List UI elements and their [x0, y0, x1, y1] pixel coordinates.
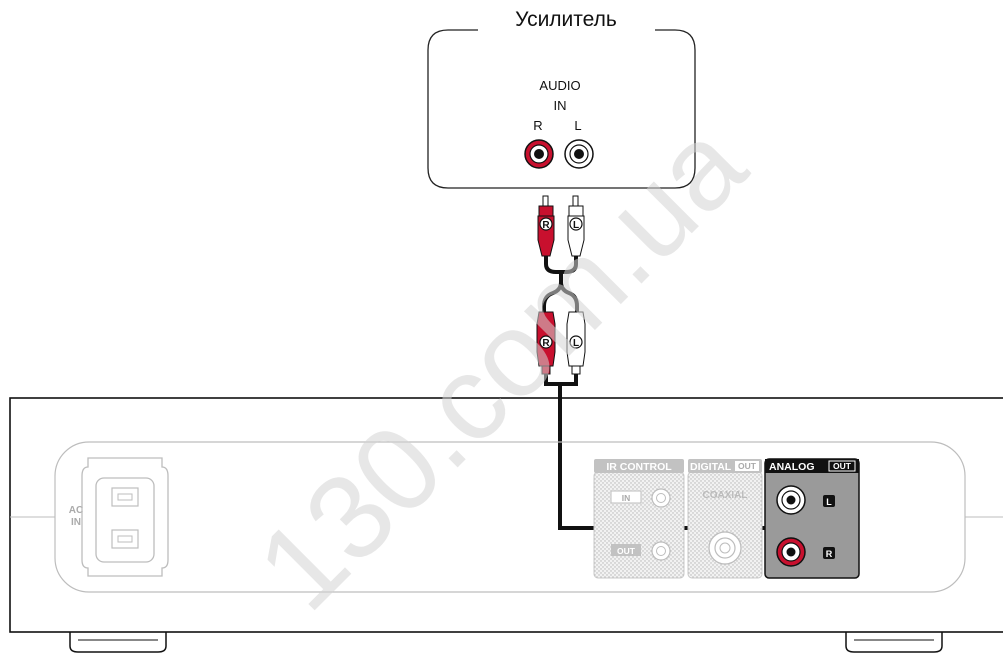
digital-out-title: DIGITAL	[690, 461, 732, 473]
coaxial-label: COAXIAL	[703, 490, 748, 501]
lower-plug-l-letter: L	[573, 338, 579, 349]
ir-out-label: OUT	[617, 546, 636, 556]
ir-control-title: IR CONTROL	[606, 461, 672, 473]
analog-out-badge: OUT	[833, 461, 852, 471]
analog-r-label: R	[826, 549, 833, 559]
ac-in-label-line1: AC	[69, 505, 83, 516]
lower-plug-r: R	[536, 311, 556, 375]
device-foot-right	[845, 632, 943, 653]
upper-plug-l-letter: L	[573, 220, 579, 231]
analog-jack-l	[776, 485, 806, 515]
jack-l-label: L	[574, 118, 581, 133]
ac-inlet	[81, 457, 169, 577]
digital-out-section: DIGITAL OUT COAXIAL	[687, 459, 763, 579]
ac-in-label-line2: IN	[71, 517, 81, 528]
analog-jack-r	[776, 537, 806, 567]
analog-out-title: ANALOG	[769, 461, 815, 473]
audio-in-label-line2: IN	[554, 98, 567, 113]
ir-in-label: IN	[622, 493, 631, 503]
analog-out-section: ANALOG OUT L R	[764, 458, 860, 579]
device-foot-left	[69, 632, 167, 653]
device-rear-panel: AC IN IR CONTROL IN OUT	[9, 397, 1003, 653]
jack-r-label: R	[533, 118, 542, 133]
coaxial-jack	[708, 531, 742, 565]
upper-plug-r-letter: R	[542, 220, 550, 231]
amplifier-title: Усилитель	[515, 8, 617, 31]
ir-control-section: IR CONTROL IN OUT	[593, 459, 685, 579]
lower-plug-r-letter: R	[542, 338, 550, 349]
upper-plug-r: R	[537, 195, 555, 257]
amp-jack-r	[524, 139, 554, 169]
digital-out-badge: OUT	[738, 461, 757, 471]
amplifier-box: Усилитель AUDIO IN R L	[427, 8, 696, 189]
upper-plug-l: L	[567, 195, 585, 257]
ir-in-jack	[651, 488, 671, 508]
amp-jack-l	[564, 139, 594, 169]
lower-plug-l: L	[566, 311, 586, 375]
ir-out-jack	[651, 541, 671, 561]
audio-in-label-line1: AUDIO	[539, 78, 580, 93]
analog-l-label: L	[826, 497, 832, 507]
